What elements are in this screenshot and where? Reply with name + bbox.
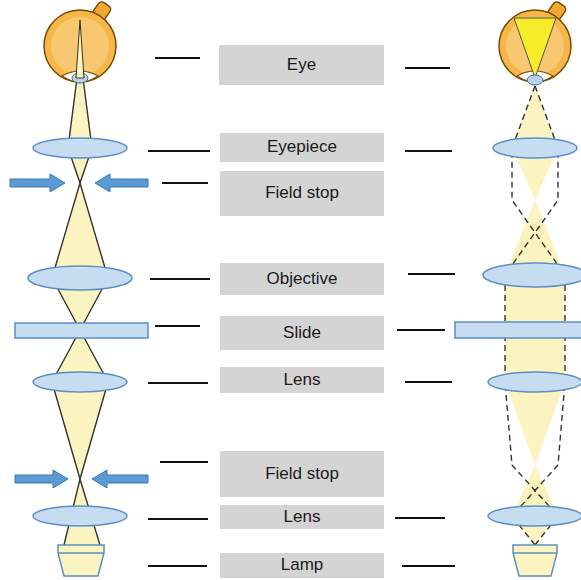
ray-overlay: [52, 381, 108, 382]
left-light-path: [52, 50, 108, 545]
eye-right: [499, 0, 571, 85]
label-box: Objective: [220, 263, 384, 295]
label-box: Lens: [220, 367, 384, 393]
eye-left: [44, 0, 116, 83]
label-box: Eyepiece: [220, 133, 384, 162]
part-name: Lamp: [281, 556, 324, 575]
label-box: Eye: [219, 45, 384, 85]
label-box: Lamp: [220, 553, 384, 578]
label-box: Field stop: [220, 451, 384, 497]
leader-lines: [148, 58, 455, 566]
part-name: Lens: [284, 371, 321, 390]
label-box: Slide: [220, 316, 384, 350]
lamps: [58, 545, 557, 576]
field-stop-arrows: [10, 174, 148, 488]
lenses: [15, 138, 581, 526]
part-name: Lens: [284, 508, 321, 527]
label-box: Lens: [220, 505, 384, 529]
part-name: Field stop: [265, 184, 339, 203]
part-name: Field stop: [265, 465, 339, 484]
part-name: Slide: [283, 324, 321, 343]
part-name: Eyepiece: [267, 138, 337, 157]
part-name: Objective: [267, 270, 338, 289]
label-box: Field stop: [220, 171, 384, 216]
part-name: Eye: [287, 56, 316, 75]
